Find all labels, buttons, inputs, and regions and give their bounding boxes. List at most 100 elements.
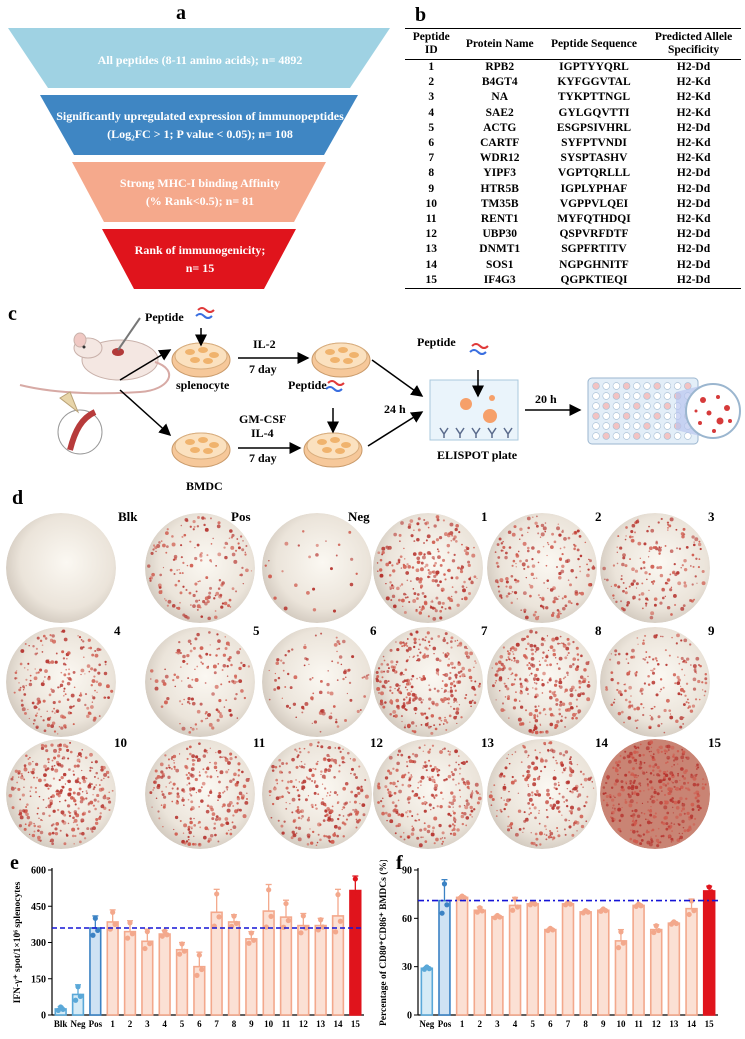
- header-peptide-sequence: Peptide Sequence: [541, 28, 647, 60]
- bar: [526, 903, 539, 1016]
- data-point: [656, 927, 662, 934]
- bar: [193, 965, 206, 1016]
- y-tick-label: 30: [402, 962, 412, 973]
- cell-peptide-id: 14: [425, 258, 438, 271]
- x-tick-label: 7: [214, 1019, 219, 1029]
- data-point: [300, 913, 306, 919]
- well-label: 10: [114, 735, 127, 750]
- data-point: [461, 895, 468, 901]
- data-point: [77, 993, 83, 999]
- data-point: [266, 887, 272, 893]
- data-point: [479, 908, 485, 914]
- elispot-well-illustration: [429, 379, 519, 441]
- bmdc-dish: [171, 432, 231, 468]
- data-point: [251, 937, 257, 943]
- data-point: [333, 929, 339, 935]
- cell-protein-name: DNMT1: [479, 243, 521, 256]
- header-peptide-id: Peptide ID: [405, 28, 458, 60]
- cell-peptide-id: 2: [428, 76, 435, 89]
- peptide-label-2: Peptide: [288, 378, 327, 392]
- y-tick-label: 0: [41, 1011, 46, 1022]
- funnel-level-4-line1: Rank of immunogenicity;: [134, 243, 266, 257]
- panel-label-b: b: [415, 4, 427, 26]
- cell-protein-name: RPB2: [485, 61, 515, 73]
- data-point: [159, 933, 165, 939]
- cell-peptide-id: 1: [428, 61, 435, 73]
- data-point: [320, 924, 326, 930]
- data-point: [233, 920, 239, 927]
- bar: [438, 899, 451, 1016]
- bar: [331, 915, 345, 1016]
- splenocyte-dish: [171, 342, 231, 378]
- il4-label: IL-4: [251, 426, 274, 440]
- data-point: [164, 932, 170, 938]
- data-point: [441, 881, 448, 887]
- data-point: [691, 908, 697, 914]
- data-point: [426, 966, 432, 972]
- data-point: [283, 900, 289, 907]
- panel-label-e: e: [10, 852, 19, 874]
- x-tick-label: 8: [583, 1019, 588, 1029]
- data-point: [285, 917, 291, 924]
- x-tick-label: 9: [249, 1019, 254, 1029]
- peptide-label-3: Peptide: [417, 335, 456, 349]
- bar: [614, 940, 628, 1016]
- x-tick-label: 15: [705, 1019, 715, 1029]
- data-point: [532, 901, 538, 907]
- x-tick-label: 2: [478, 1019, 483, 1029]
- x-tick-label: 10: [264, 1019, 274, 1029]
- x-tick-label: Pos: [438, 1019, 452, 1029]
- x-tick-label: Pos: [89, 1019, 103, 1029]
- x-tick-label: 1: [460, 1019, 465, 1029]
- elispot-well: [600, 739, 710, 849]
- x-tick-label: 13: [316, 1019, 326, 1029]
- peptide-table: Peptide ID Protein Name Peptide Sequence…: [405, 28, 741, 290]
- cell-peptide-id: 9: [428, 182, 435, 195]
- funnel-level-2-line2: (Log₂FC > 1; P value < 0.05); n= 108: [107, 127, 293, 141]
- y-tick-label: 450: [31, 902, 46, 913]
- well-label: Blk: [118, 509, 138, 524]
- day-label-1: 7 day: [249, 362, 277, 376]
- gmcsf-label: GM-CSF: [239, 412, 287, 426]
- x-tick-label: 5: [180, 1019, 185, 1029]
- cell-peptide-id: 3: [428, 91, 435, 104]
- x-tick-label: Neg: [71, 1019, 86, 1029]
- cell-peptide-sequence: VGPTQRLLL: [557, 167, 631, 180]
- elispot-well: [6, 627, 116, 737]
- data-point: [708, 889, 715, 895]
- header-allele-specificity: Predicted Allele Specificity: [646, 28, 741, 60]
- cell-allele: H2-Dd: [676, 258, 711, 271]
- data-point: [129, 931, 135, 937]
- x-tick-label: 11: [282, 1019, 291, 1029]
- x-tick-label: 15: [351, 1019, 361, 1029]
- bar: [314, 924, 327, 1016]
- x-tick-label: 7: [566, 1019, 571, 1029]
- bar: [279, 916, 293, 1016]
- x-tick-label: Blk: [54, 1019, 68, 1029]
- funnel-level-1: [8, 28, 390, 88]
- cd80-cd86-bar-chart: Percentage of CD80⁺CD86⁺ BMDCs (%)030609…: [378, 860, 718, 1029]
- data-point: [95, 927, 101, 934]
- cell-peptide-sequence: GYLGQVTTI: [558, 106, 630, 119]
- well-label: 5: [253, 623, 260, 638]
- elispot-well: [145, 627, 255, 737]
- data-point: [194, 972, 200, 978]
- well-label: Pos: [231, 509, 251, 524]
- data-point: [231, 913, 237, 919]
- data-point: [618, 929, 624, 935]
- well-label: 6: [370, 623, 377, 638]
- x-tick-label: Neg: [419, 1019, 434, 1029]
- cell-protein-name: ACTG: [483, 121, 517, 134]
- data-point: [704, 891, 710, 897]
- data-point: [177, 951, 183, 957]
- bar: [544, 928, 557, 1016]
- hours-label-20: 20 h: [535, 392, 557, 406]
- data-point: [144, 929, 150, 935]
- bar: [455, 896, 469, 1016]
- well-label: 1: [481, 509, 488, 524]
